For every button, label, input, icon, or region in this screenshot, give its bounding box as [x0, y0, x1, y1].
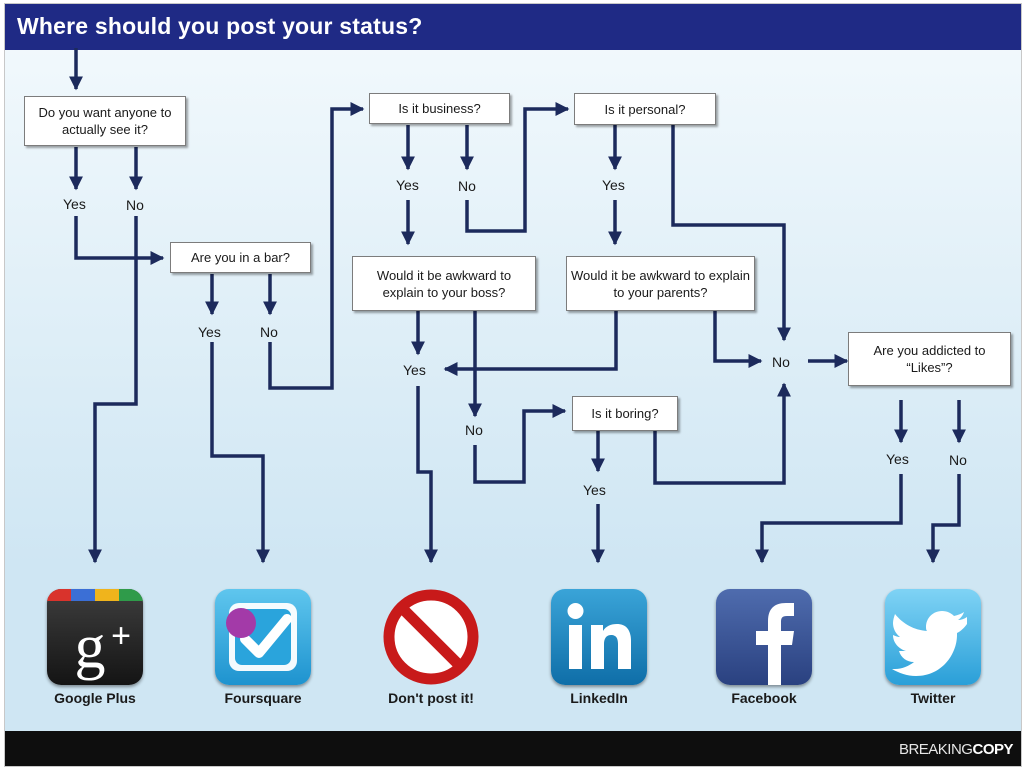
label-no: No: [949, 452, 967, 468]
flow-arrows: [69, 48, 966, 564]
label-yes: Yes: [396, 177, 419, 193]
arrow-no-business: [268, 102, 365, 390]
arrow-parents-yes: [443, 311, 618, 376]
question-business: Is it business?: [369, 93, 510, 124]
outcome-label-foursquare: Foursquare: [224, 690, 302, 706]
footer-band: BREAKINGCOPY: [5, 731, 1021, 766]
arrow-no-boring: [473, 404, 567, 484]
arrow-personal-no: [671, 125, 791, 342]
label-no: No: [260, 324, 278, 340]
brand-logo: BREAKINGCOPY: [898, 741, 1014, 758]
question-boss: Would it be awkward to explain to your b…: [352, 256, 536, 311]
outcome-label-facebook: Facebook: [731, 690, 797, 706]
label-yes: Yes: [198, 324, 221, 340]
outcome-label-twitter: Twitter: [910, 690, 956, 706]
linkedin-icon: [551, 589, 647, 685]
google-plus-icon: g +: [47, 589, 143, 685]
question-parents: Would it be awkward to explain to your p…: [566, 256, 755, 311]
arrow-no-gplus: [88, 216, 138, 564]
arrow-yes-dontpost: [416, 386, 438, 564]
svg-text:g: g: [75, 613, 106, 681]
flowchart-frame: Where should you post your status?: [4, 3, 1022, 767]
outcome-label-google-plus: Google Plus: [54, 690, 136, 706]
title-bar: Where should you post your status?: [5, 4, 1021, 50]
brand-bold: COPY: [972, 741, 1013, 758]
label-no: No: [465, 422, 483, 438]
question-see-it: Do you want anyone to actually see it?: [24, 96, 186, 146]
outcome-label-linkedin: LinkedIn: [570, 690, 628, 706]
twitter-icon: [885, 589, 981, 685]
outcome-label-dont-post: Don't post it!: [388, 690, 474, 706]
no-sign-icon: [383, 589, 479, 685]
page-title: Where should you post your status?: [17, 13, 423, 39]
label-yes: Yes: [583, 482, 606, 498]
arrow-no-twitter: [926, 474, 961, 564]
arrow-parents-no: [713, 311, 763, 368]
arrow-yes-foursquare: [210, 342, 270, 564]
label-yes: Yes: [403, 362, 426, 378]
label-yes: Yes: [886, 451, 909, 467]
arrow-yes-facebook: [755, 474, 903, 564]
question-likes: Are you addicted to “Likes”?: [848, 332, 1011, 386]
label-no: No: [458, 178, 476, 194]
label-no: No: [126, 197, 144, 213]
label-yes: Yes: [63, 196, 86, 212]
question-boring: Is it boring?: [572, 396, 678, 431]
label-no: No: [772, 354, 790, 370]
foursquare-icon: [215, 589, 311, 685]
facebook-icon: [716, 589, 812, 685]
label-yes: Yes: [602, 177, 625, 193]
arrow-yes-bar: [74, 216, 165, 265]
arrow-no-personal: [465, 102, 570, 233]
brand-light: BREAKING: [898, 741, 973, 758]
svg-text:+: +: [111, 617, 131, 655]
question-in-a-bar: Are you in a bar?: [170, 242, 311, 273]
arrow-boring-no: [653, 382, 791, 485]
question-personal: Is it personal?: [574, 93, 716, 125]
